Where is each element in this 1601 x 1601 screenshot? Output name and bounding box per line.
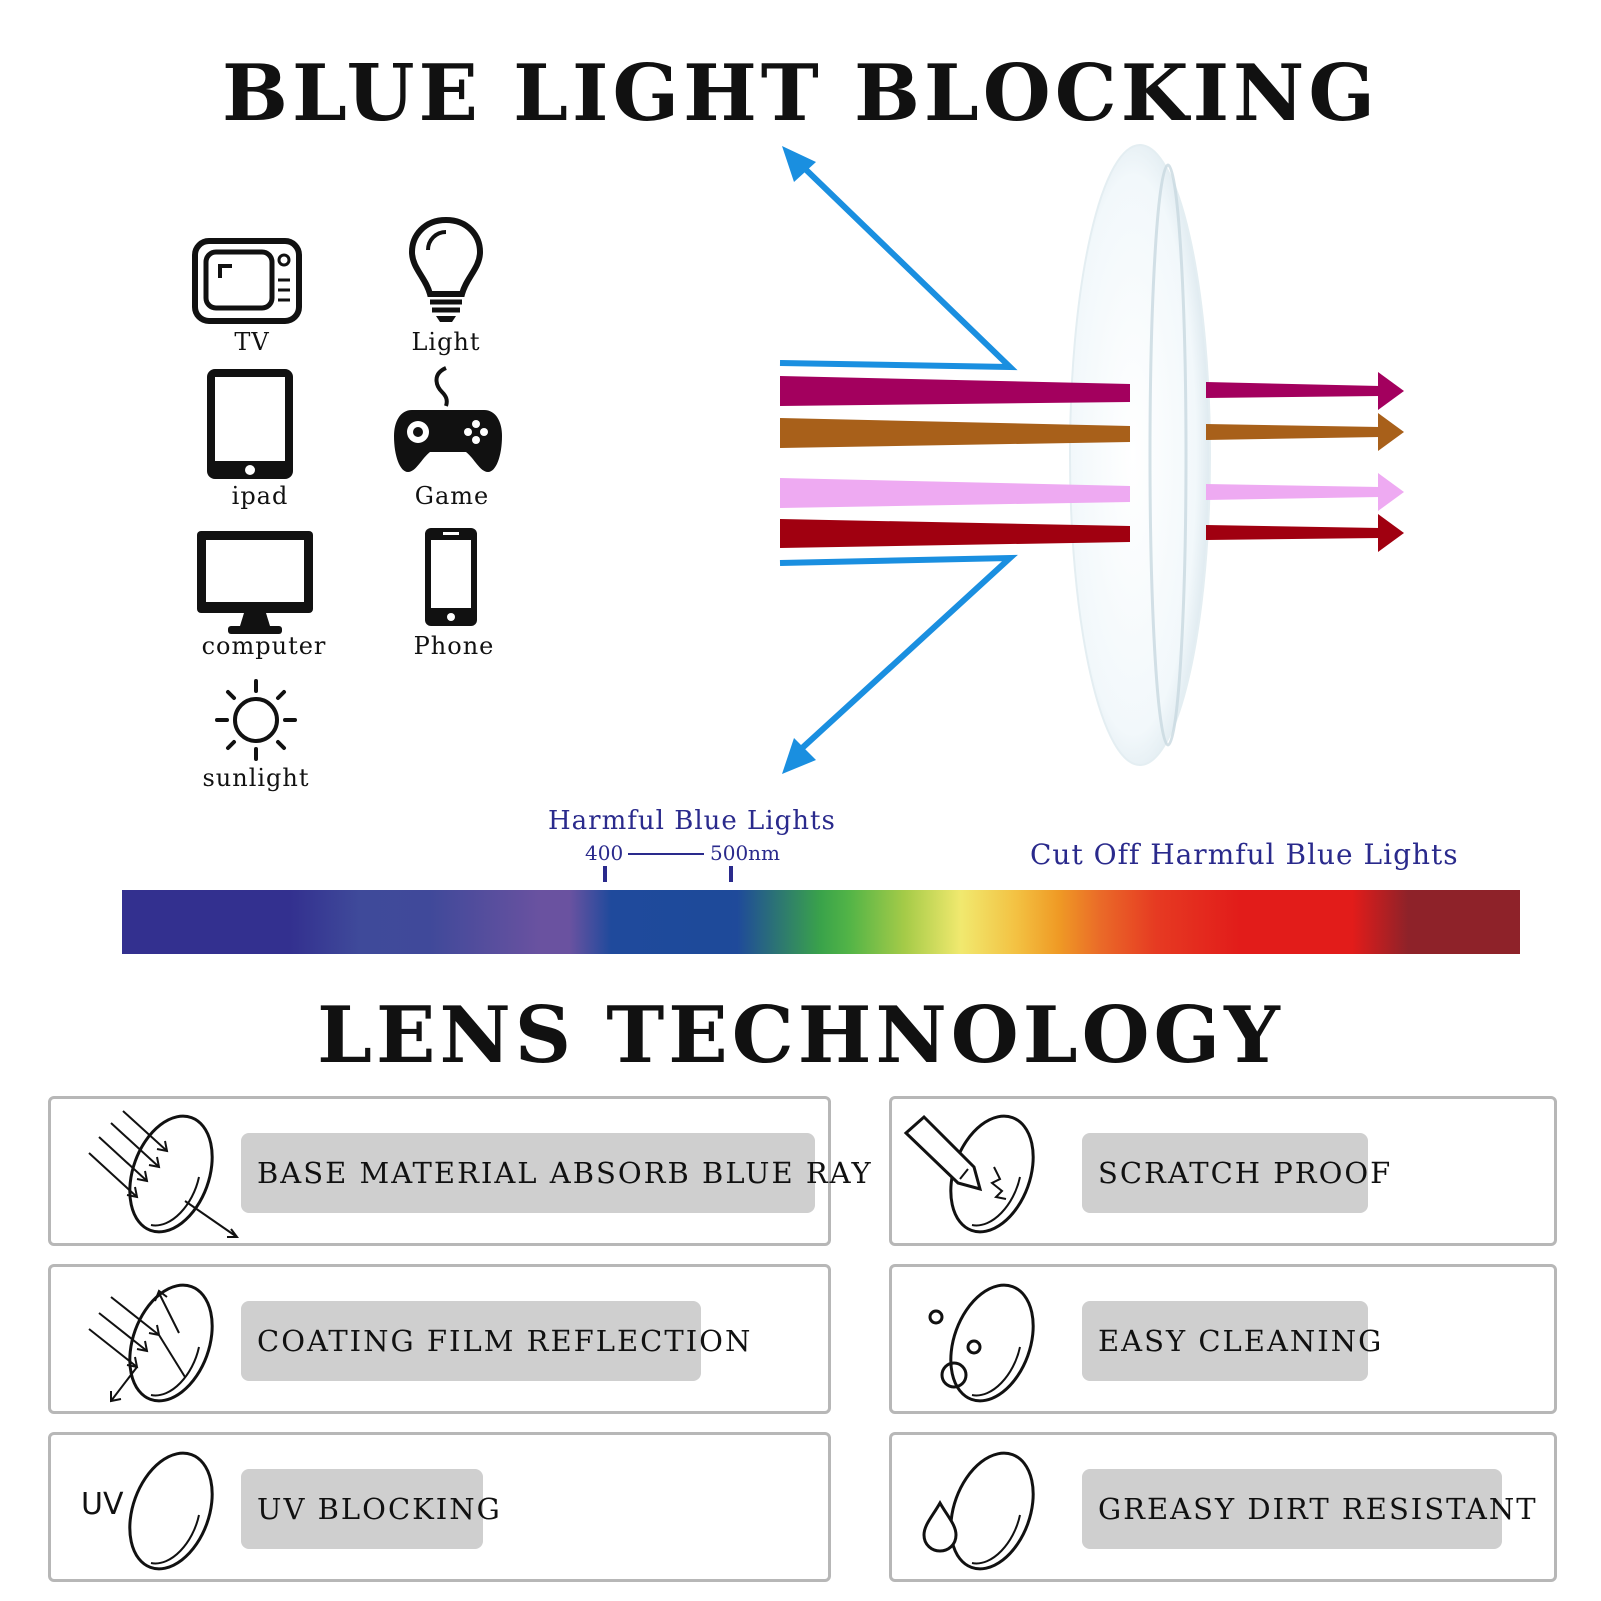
- cutoff-label: Cut Off Harmful Blue Lights: [1030, 838, 1459, 871]
- phone-icon: [425, 528, 477, 626]
- ray-pink-in: [780, 478, 1130, 508]
- source-label-game: Game: [414, 482, 490, 510]
- reflected-blue-rays: [779, 159, 1018, 753]
- feature-card-cleaning: EASY CLEANING: [889, 1264, 1557, 1414]
- feature-label-absorb: BASE MATERIAL ABSORB BLUE RAY: [241, 1133, 871, 1213]
- source-label-light: Light: [411, 328, 481, 356]
- feature-label-reflect: COATING FILM REFLECTION: [241, 1301, 750, 1381]
- monitor-icon: [197, 531, 313, 634]
- wavelength-range-line: [628, 853, 704, 855]
- feature-label-uv: UV BLOCKING: [241, 1469, 500, 1549]
- tick-label-500nm: 500nm: [710, 841, 781, 865]
- ray-brown-out: [1206, 424, 1380, 440]
- feature-card-scratch: SCRATCH PROOF: [889, 1096, 1557, 1246]
- lens-scratch-icon: [903, 1114, 1035, 1234]
- feature-card-greasy: GREASY DIRT RESISTANT: [889, 1432, 1557, 1582]
- tick-label-400: 400: [585, 841, 624, 865]
- ray-red-out: [1206, 525, 1380, 540]
- source-label-phone: Phone: [413, 632, 495, 660]
- lens-drop-icon: [922, 1451, 1035, 1571]
- harmful-blue-label: Harmful Blue Lights: [548, 806, 836, 836]
- lens-clean-icon: [928, 1283, 1035, 1403]
- ray-brown-in: [780, 418, 1130, 448]
- feature-card-uv: UV UV BLOCKING: [48, 1432, 831, 1582]
- feature-label-greasy: GREASY DIRT RESISTANT: [1082, 1469, 1536, 1549]
- ray-magenta-out: [1206, 382, 1380, 398]
- color-spectrum-bar: [122, 890, 1520, 954]
- light-bulb-icon: [408, 216, 484, 322]
- tablet-icon: [207, 369, 293, 479]
- feature-label-scratch: SCRATCH PROOF: [1082, 1133, 1390, 1213]
- ray-magenta-in: [780, 376, 1130, 406]
- sun-icon: [215, 679, 297, 761]
- feature-card-absorb: BASE MATERIAL ABSORB BLUE RAY: [48, 1096, 871, 1246]
- uv-icon-text: UV: [81, 1487, 124, 1522]
- page-title: BLUE LIGHT BLOCKING: [222, 48, 1379, 139]
- section-title: LENS TECHNOLOGY: [317, 990, 1284, 1081]
- lens: [1069, 144, 1211, 766]
- lens-reflect-icon: [88, 1283, 214, 1403]
- ray-pink-out: [1206, 484, 1380, 500]
- ray-red-in: [780, 519, 1130, 548]
- lens-ray-diagram: [779, 144, 1404, 774]
- tick-mark-500: [729, 866, 733, 882]
- feature-card-reflect: COATING FILM REFLECTION: [48, 1264, 831, 1414]
- gamepad-icon: [394, 366, 502, 472]
- lens-absorb-icon: [88, 1110, 239, 1238]
- feature-label-cleaning: EASY CLEANING: [1082, 1301, 1381, 1381]
- source-label-tv: TV: [234, 328, 270, 356]
- source-label-ipad: ipad: [231, 482, 289, 510]
- source-label-sunlight: sunlight: [202, 764, 310, 792]
- lens-uv-icon: [128, 1451, 214, 1571]
- source-label-computer: computer: [201, 632, 327, 660]
- tv-icon: [192, 238, 302, 324]
- tick-mark-400: [603, 866, 607, 882]
